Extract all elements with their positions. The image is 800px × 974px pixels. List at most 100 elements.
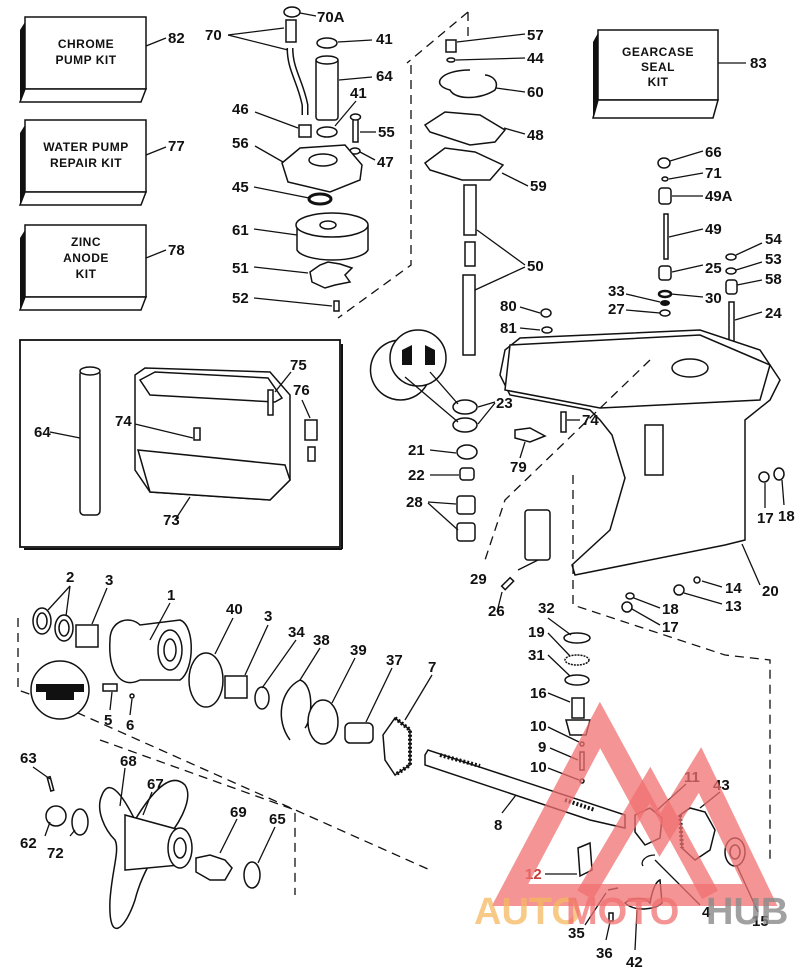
part-74-gearcase-screw [560,411,567,433]
part-17-plug-a [758,471,770,483]
kit-77-line1: WATER PUMP [43,140,128,154]
callout-58: 58 [765,271,782,288]
part-41-oring-lower [316,126,338,138]
kit-78-line3: KIT [76,267,97,281]
callout-26: 26 [488,603,505,620]
callout-52: 52 [232,290,249,307]
part-25-grommet [658,265,672,281]
callout-55: 55 [378,124,395,141]
part-44-oring [446,57,456,63]
part-59-gasket [423,147,505,181]
callout-32: 32 [538,600,555,617]
part-21-seal [456,444,478,460]
callout-23: 23 [496,395,513,412]
part-22-bearing [459,467,475,481]
callout-81: 81 [500,320,517,337]
callout-4: 4 [702,904,711,921]
callout-9: 9 [538,739,546,756]
inset-exhaust-housing: 64 75 76 74 73 [19,339,343,550]
bearing-housing-group [17,607,431,871]
part-28-bearing-upper [456,495,476,515]
callout-17-lower: 17 [662,619,679,636]
part-36-pin [608,912,614,922]
part-33-seal [660,300,670,306]
part-16-pinion [571,697,585,719]
callout-76: 76 [293,382,310,399]
kit-83-line1: GEARCASE [622,45,694,59]
gearcase-callouts: 23 74 21 79 22 28 17 18 29 20 14 26 13 1… [404,371,795,636]
callout-57: 57 [527,27,544,44]
watermark-hub: HUB [706,891,788,933]
callout-5: 5 [104,712,112,729]
part-13-screw [673,584,685,596]
callout-38: 38 [313,632,330,649]
driveshaft-callouts: 57 44 60 48 59 50 [455,27,547,291]
part-14-ball [693,576,701,584]
callout-18-right: 18 [778,508,795,525]
callout-74-inset: 74 [115,413,132,430]
part-46-grommet [298,124,312,138]
callout-45: 45 [232,179,249,196]
kit-78-line2: ANODE [63,251,109,265]
part-50-shaft-upper [463,184,477,236]
part-39-plate [307,699,339,745]
kit-box-gearcase-seal: GEARCASE SEAL KIT 83 [592,29,767,119]
callout-8: 8 [494,817,502,834]
callout-74-gearcase: 74 [582,412,599,429]
part-70a-grommet [283,6,301,18]
callout-82: 82 [168,30,185,47]
part-64-tube [315,57,339,121]
part-23-seal-upper [452,399,478,415]
kit-77-line2: REPAIR KIT [50,156,122,170]
callout-49a: 49A [705,188,733,205]
callout-54: 54 [765,231,782,248]
part-60-ring [438,69,497,99]
kit-78-line1: ZINC [71,235,101,249]
propeller-group: 63 68 67 69 65 62 72 [20,739,296,929]
callout-61: 61 [232,222,249,239]
part-18-gasket-b [625,592,635,600]
callout-46: 46 [232,101,249,118]
callout-7: 7 [428,659,436,676]
callout-44: 44 [527,50,544,67]
part-6-oring [129,693,135,699]
part-32-washer [563,632,591,644]
callout-73: 73 [163,512,180,529]
callout-18-lower: 18 [662,601,679,618]
part-49a-connector [658,187,672,205]
part-49-shift-rod [663,213,669,260]
callout-34: 34 [288,624,305,641]
part-51-impeller [309,261,354,289]
kit-83-line3: KIT [648,75,669,89]
callout-1: 1 [167,587,175,604]
part-72-washer [71,808,89,836]
callout-15: 15 [752,913,769,930]
part-62-nut [45,805,67,827]
driveshaft-group [423,39,507,356]
water-pump-group [281,6,469,319]
callout-80: 80 [500,298,517,315]
watermark-triangle-icon [491,701,778,906]
watermark-logo: AUTO MOTO HUB [474,701,788,933]
part-34-seal [254,686,270,710]
callout-14: 14 [725,580,742,597]
callout-3-right: 3 [264,608,272,625]
callout-48: 48 [527,127,544,144]
part-79-plate [514,427,547,443]
part-66-grommet [657,157,671,169]
callout-17-right: 17 [757,510,774,527]
part-4-spring-pin [641,854,656,867]
part-75-stud [267,389,274,416]
callout-63: 63 [20,750,37,767]
part-24-stud [728,301,735,343]
part-48-plate [423,111,507,146]
part-3-bearing-b [224,675,248,699]
callout-49: 49 [705,221,722,238]
part-29-anode [524,509,551,561]
callout-3-left: 3 [105,572,113,589]
callout-16: 16 [530,685,547,702]
callout-29: 29 [470,571,487,588]
part-52-key [333,300,340,312]
part-30-oring [657,289,673,299]
part-23-seal-lower [452,417,478,433]
